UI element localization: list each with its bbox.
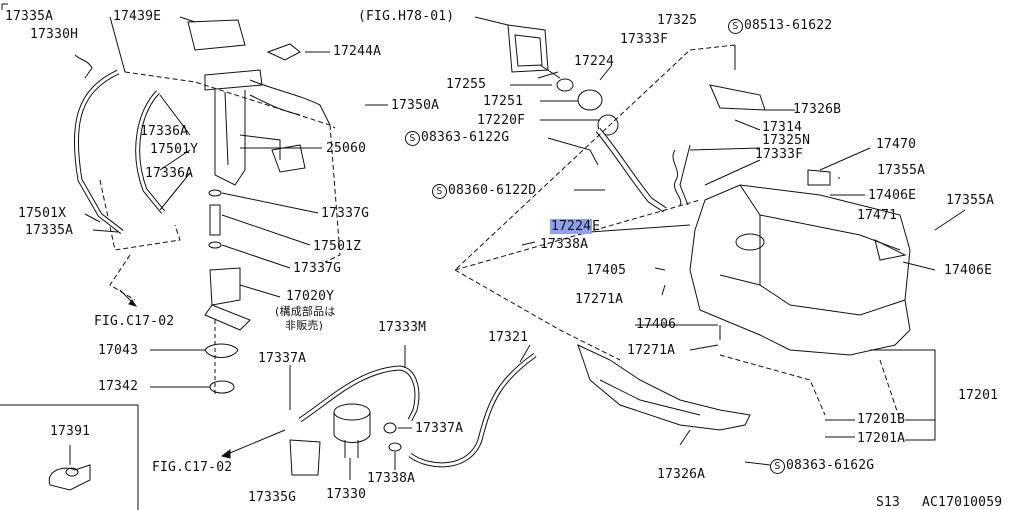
label-17471: 17471 [857,208,898,223]
label-17201: 17201 [958,388,999,403]
label-17337G-1: 17337G [321,206,370,221]
label-17406E-1: 17406E [868,188,917,203]
screw-symbol-icon: S [432,184,447,199]
label-17325: 17325 [657,13,698,28]
label-17337A-1: 17337A [258,351,307,366]
label-17020Y: 17020Y [286,289,335,304]
label-17333M: 17333M [378,320,427,335]
label-17355A-2: 17355A [946,193,995,208]
label-fig-c17-02-bottom: FIG.C17-02 [152,460,233,475]
label-17405: 17405 [586,263,627,278]
label-17333F-1: 17333F [620,32,669,47]
label-17336A-2: 17336A [145,166,194,181]
label-17330: 17330 [326,487,367,502]
label-08363-6122G-text: 08363-6122G [421,130,510,145]
label-17338A-2: 17338A [367,471,416,486]
label-25060: 25060 [326,141,367,156]
label-17321: 17321 [488,330,529,345]
label-17201B: 17201B [857,412,906,427]
footer-illustration-code: AC17010059 [922,495,1003,510]
label-08363-6162G-text: 08363-6162G [786,458,875,473]
label-fig-c17-02-top: FIG.C17-02 [94,314,175,329]
label-17406E-2: 17406E [944,263,993,278]
label-17335G: 17335G [248,490,297,505]
label-17336A-1: 17336A [140,124,189,139]
label-17271A-1: 17271A [575,292,624,307]
label-17271A-2: 17271A [627,343,676,358]
label-17333F-2: 17333F [755,147,804,162]
label-17391: 17391 [50,424,91,439]
footer-section-code: S13 [876,495,901,510]
label-17326A: 17326A [657,467,706,482]
label-17326B: 17326B [793,102,842,117]
label-17335A-top: 17335A [5,9,54,24]
label-fig-h78-01: (FIG.H78-01) [358,9,455,24]
label-17224E: 17224E [550,219,601,234]
screw-symbol-icon: S [770,459,785,474]
label-17342: 17342 [98,379,139,394]
label-17501Y: 17501Y [150,142,199,157]
label-17325N: 17325N [762,133,811,148]
label-17255: 17255 [446,77,487,92]
label-17020Y-note-1: (構成部品は [275,305,336,318]
label-17350A: 17350A [391,98,440,113]
label-17355A-1: 17355A [877,163,926,178]
label-17406: 17406 [636,317,677,332]
label-17501Z: 17501Z [313,239,362,254]
screw-symbol-icon: S [405,131,420,146]
label-17330H: 17330H [30,27,79,42]
label-17224E-suffix: E [592,219,601,234]
label-17251: 17251 [483,94,524,109]
label-17244A: 17244A [333,44,382,59]
highlighted-part-number[interactable]: 17224 [550,219,593,234]
label-17338A-1: 17338A [540,237,589,252]
screw-symbol-icon: S [728,19,743,34]
label-17314: 17314 [762,120,803,135]
label-08513-61622-text: 08513-61622 [744,18,833,33]
label-17439E: 17439E [113,9,162,24]
label-17337A-2: 17337A [415,421,464,436]
label-17224: 17224 [574,54,615,69]
label-08360-6122D-text: 08360-6122D [448,183,537,198]
label-17337G-2: 17337G [293,261,342,276]
label-17020Y-note-2: 非販売) [285,319,324,332]
label-17335A-bottom: 17335A [25,223,74,238]
label-17043: 17043 [98,343,139,358]
label-17470: 17470 [876,137,917,152]
label-17201A: 17201A [857,431,906,446]
label-17220F: 17220F [477,113,526,128]
label-17501X: 17501X [18,206,67,221]
